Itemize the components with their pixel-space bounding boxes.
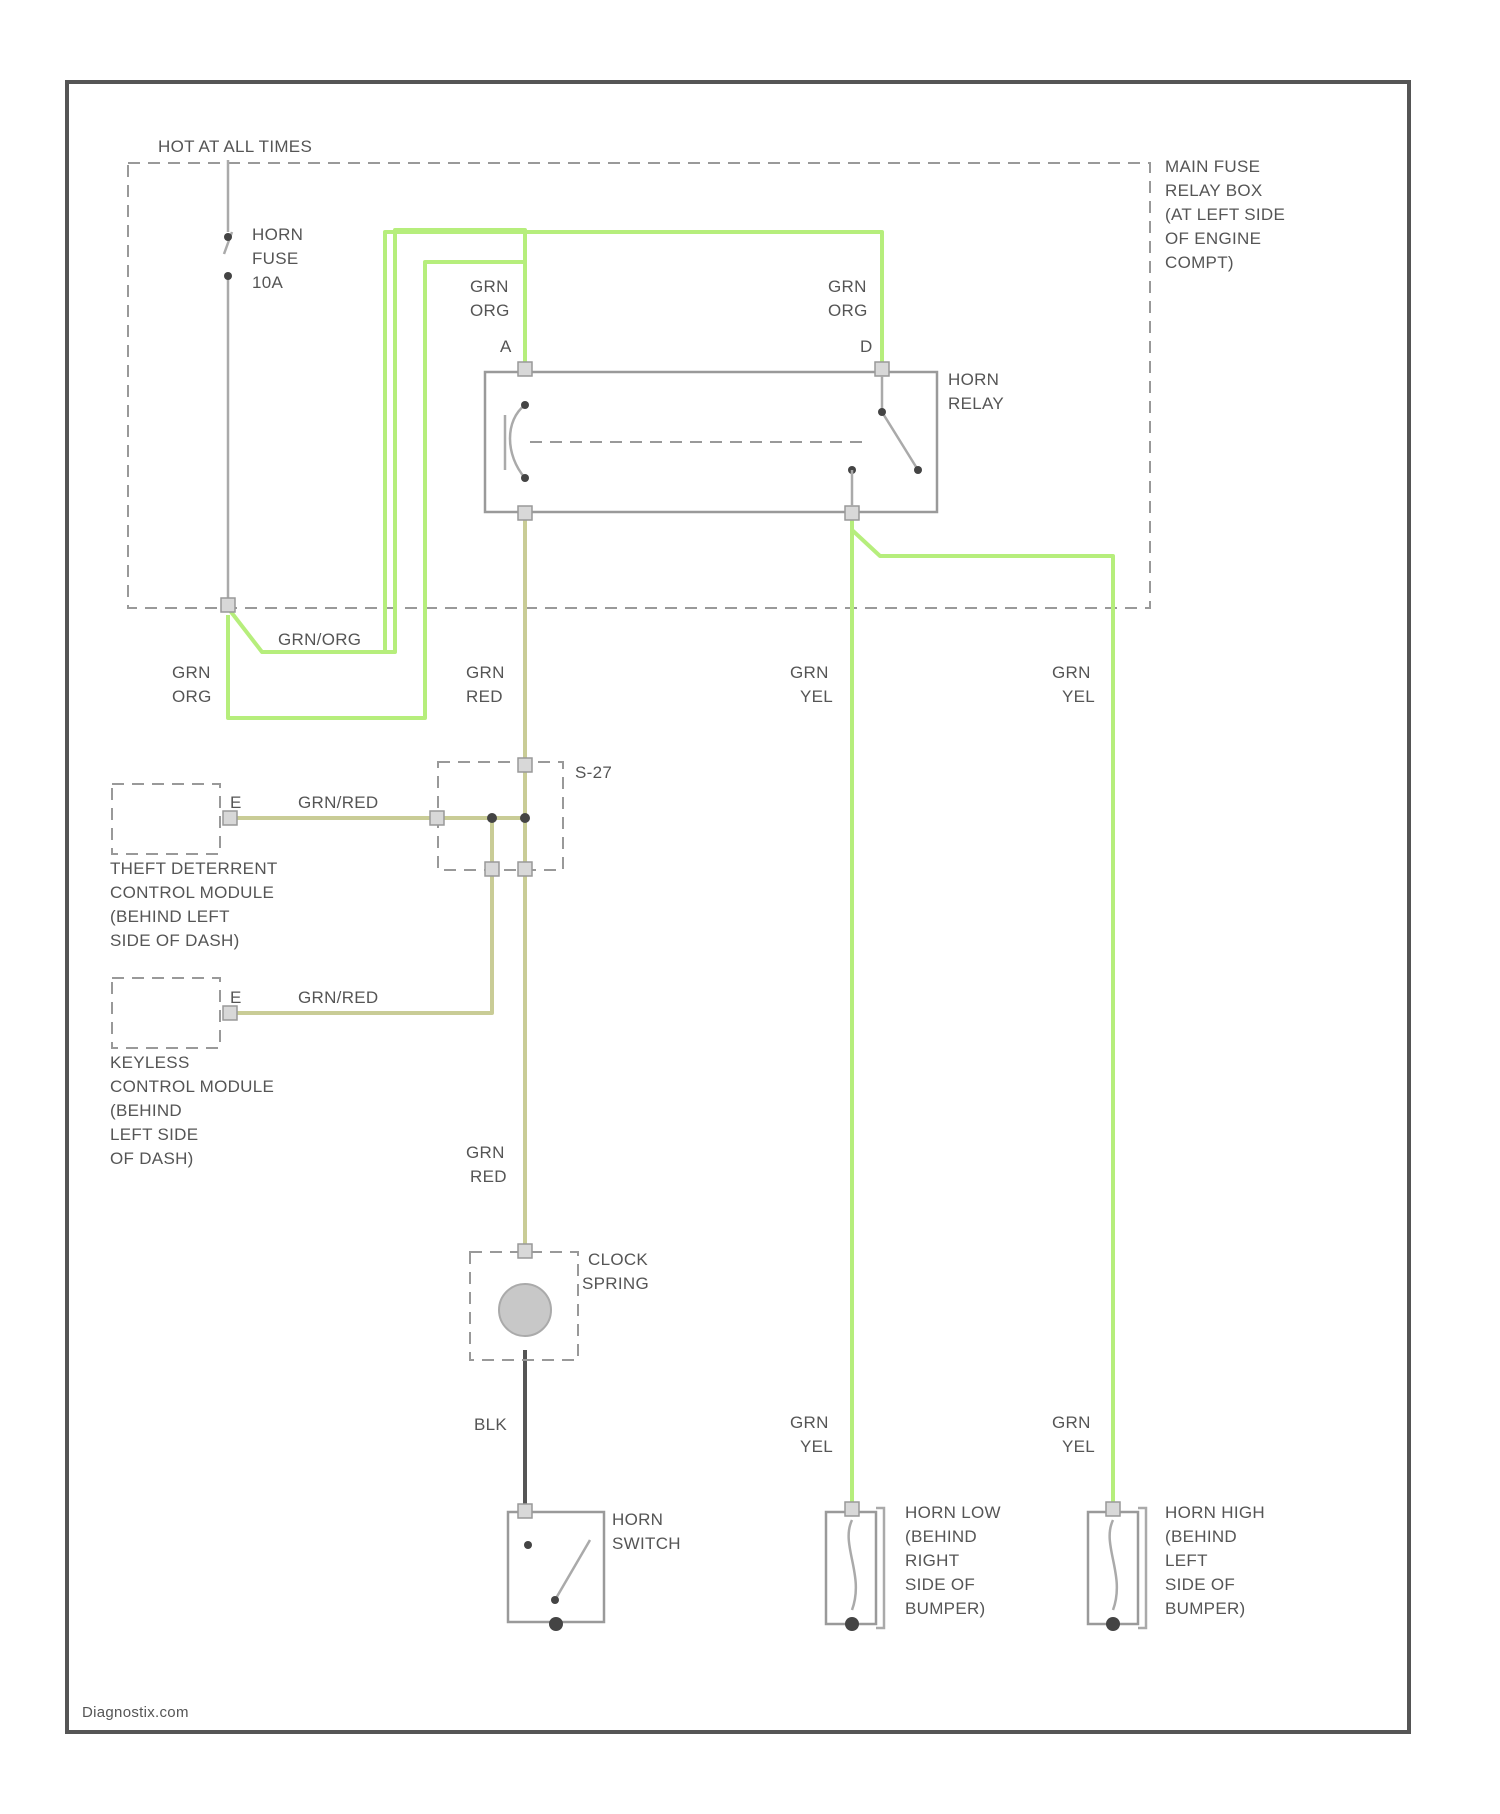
hot-at-all-times-label: HOT AT ALL TIMES [158,137,312,156]
theft-pin-label: E [230,793,242,812]
keyless-module-label: KEYLESS CONTROL MODULE (BEHIND LEFT SIDE… [110,1053,279,1168]
splice-pin-left [430,811,444,825]
hot-feed-wire [224,160,232,600]
jumper-wire-label: GRN/ORG [278,630,361,649]
keyless-pin-label: E [230,988,242,1007]
splice-pin-top [518,758,532,772]
splice-label: S-27 [575,763,612,782]
horn-switch-contact-1 [524,1541,532,1549]
fuse-box-connector [221,598,235,612]
relay-pin-d-label: D [860,337,873,356]
relay-pin-a [518,362,532,376]
horn-switch-contact-2 [551,1596,559,1604]
splice-node-2 [520,813,530,823]
wire-fuse-outer-loop [228,262,525,718]
relay-out-wire-label: GRN RED [466,663,510,706]
relay-coil-top [521,401,529,409]
horn-high-label: HORN HIGH (BEHIND LEFT SIDE OF BUMPER) [1165,1503,1270,1618]
splice-pin-bottom-b [518,862,532,876]
horn-low-pin [845,1502,859,1516]
horn-high-pin [1106,1502,1120,1516]
keyless-module-box [112,978,220,1048]
relay-pin-d [875,362,889,376]
horn-switch-pin [518,1504,532,1518]
horn-switch-ground [549,1617,563,1631]
fuse-terminal-bottom [224,272,232,280]
clock-spring-symbol [499,1284,551,1336]
relay-pin-c [518,506,532,520]
wire-keyless-module [230,818,492,1013]
theft-module-box [112,784,220,854]
horn-low-ground [845,1617,859,1631]
relay-wire-d-label: GRN ORG [828,277,872,320]
horn-low-box [826,1512,876,1624]
fuse-box-label: MAIN FUSE RELAY BOX (AT LEFT SIDE OF ENG… [1165,157,1290,272]
theft-module-pin [223,811,237,825]
relay-switch-pivot [878,408,886,416]
relay-switch-end [914,466,922,474]
clock-spring-pin [518,1244,532,1258]
relay-wire-a-label: GRN ORG [470,277,514,320]
theft-wire-label: GRN/RED [298,793,379,812]
keyless-module-pin [223,1006,237,1020]
horn-feed-1-label: GRN YEL [790,663,834,706]
splice-pin-bottom-a [485,862,499,876]
relay-pin-a-label: A [500,337,512,356]
relay-coil-bottom [521,474,529,482]
watermark: Diagnostix.com [82,1704,189,1721]
horn-feed-2-label: GRN YEL [1052,663,1096,706]
horn-high-ground [1106,1617,1120,1631]
horn-fuse-label: HORN FUSE 10A [252,225,308,292]
horn-relay-label: HORN RELAY [948,370,1004,413]
horn-low-label: HORN LOW (BEHIND RIGHT SIDE OF BUMPER) [905,1503,1006,1618]
lower-red-wire-label: GRN RED [466,1143,510,1186]
fuse-terminal-top [224,233,232,241]
splice-node-1 [487,813,497,823]
theft-module-label: THEFT DETERRENT CONTROL MODULE (BEHIND L… [110,859,282,950]
horn-low-feed-label: GRN YEL [790,1413,834,1456]
keyless-wire-label: GRN/RED [298,988,379,1007]
horn-switch-label: HORN SWITCH [612,1510,681,1553]
horn-switch-box [508,1512,604,1622]
fuse-out-wire-label: GRN ORG [172,663,216,706]
relay-pin-b [845,506,859,520]
blk-wire-label: BLK [474,1415,507,1434]
diagram-frame [67,82,1409,1732]
horn-high-feed-label: GRN YEL [1052,1413,1096,1456]
clock-spring-label: CLOCK SPRING [582,1250,653,1293]
